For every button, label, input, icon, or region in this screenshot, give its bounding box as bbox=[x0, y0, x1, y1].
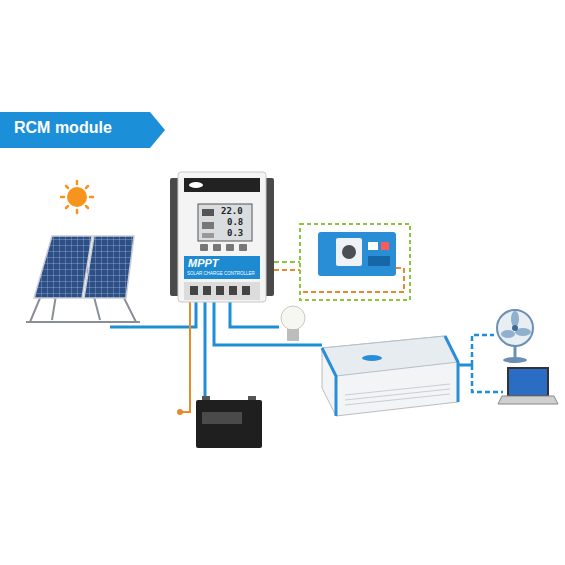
sun-icon bbox=[61, 181, 93, 213]
title-banner bbox=[0, 112, 165, 148]
light-bulb bbox=[281, 306, 305, 341]
lcd-reading: 0.8 bbox=[227, 217, 243, 227]
product-badge: MPPT bbox=[188, 257, 219, 270]
solar-panel bbox=[26, 236, 140, 322]
temp-sensor-wire bbox=[182, 300, 190, 412]
fan bbox=[497, 310, 533, 363]
lcd-reading: 0.3 bbox=[227, 228, 243, 238]
wire bbox=[472, 335, 503, 392]
product-subtitle: SOLAR CHARGE CONTROLLER bbox=[187, 271, 255, 276]
charge-controller bbox=[170, 172, 274, 302]
lcd-reading: 22.0 bbox=[221, 206, 243, 216]
temp-sensor bbox=[177, 409, 183, 415]
inverter bbox=[322, 336, 458, 416]
title-text: RCM module bbox=[14, 119, 112, 137]
laptop bbox=[498, 368, 558, 404]
rcm-module bbox=[300, 224, 410, 300]
battery bbox=[196, 396, 262, 448]
